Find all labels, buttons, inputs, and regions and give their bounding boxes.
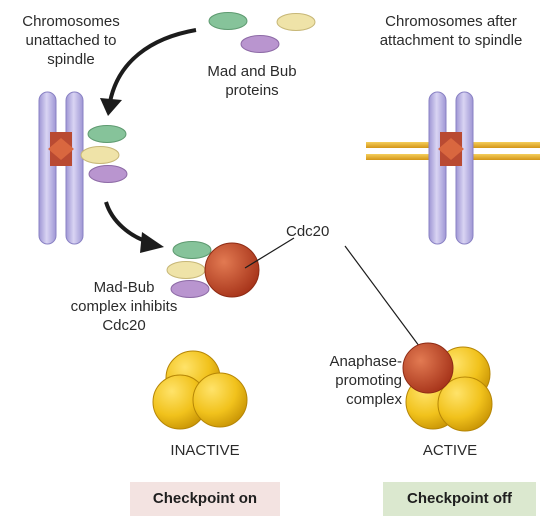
bound-mad-purple-protein bbox=[88, 165, 128, 183]
label-chromosomes-attached: Chromosomes after attachment to spindle bbox=[379, 13, 523, 49]
label-mad-bub-proteins: Mad and Bub proteins bbox=[207, 63, 297, 99]
free-mad-green-protein bbox=[208, 12, 248, 30]
binding-arrow bbox=[108, 28, 197, 103]
attached-chromosome bbox=[366, 91, 540, 245]
complex-arrowhead bbox=[140, 232, 164, 253]
apc-active bbox=[402, 342, 493, 432]
label-cdc20: Cdc20 bbox=[286, 223, 330, 240]
label-chromosomes-unattached: Chromosomes unattached to spindle bbox=[22, 13, 120, 68]
bound-bub-cream-protein bbox=[80, 146, 120, 164]
cdc20-leader-inhibited bbox=[244, 237, 295, 269]
free-mad-purple-protein bbox=[240, 35, 280, 53]
free-bub-cream-protein bbox=[276, 13, 316, 31]
mad-bub-cdc20-complex bbox=[166, 241, 260, 298]
binding-arrowhead bbox=[100, 98, 122, 116]
unattached-chromosome bbox=[38, 91, 84, 245]
checkpoint-on-badge: Checkpoint on bbox=[130, 482, 280, 516]
apc-inactive bbox=[152, 350, 248, 430]
label-mad-bub-complex: Mad-Bub complex inhibits Cdc20 bbox=[70, 279, 178, 334]
checkpoint-off-badge: Checkpoint off bbox=[383, 482, 536, 516]
label-anaphase-promoting-complex: Anaphase-promoting complex bbox=[329, 353, 402, 408]
cdc20-leader-active bbox=[344, 245, 429, 359]
bound-mad-green-protein bbox=[87, 125, 127, 143]
state-inactive: INACTIVE bbox=[170, 442, 240, 459]
state-active: ACTIVE bbox=[422, 442, 478, 459]
